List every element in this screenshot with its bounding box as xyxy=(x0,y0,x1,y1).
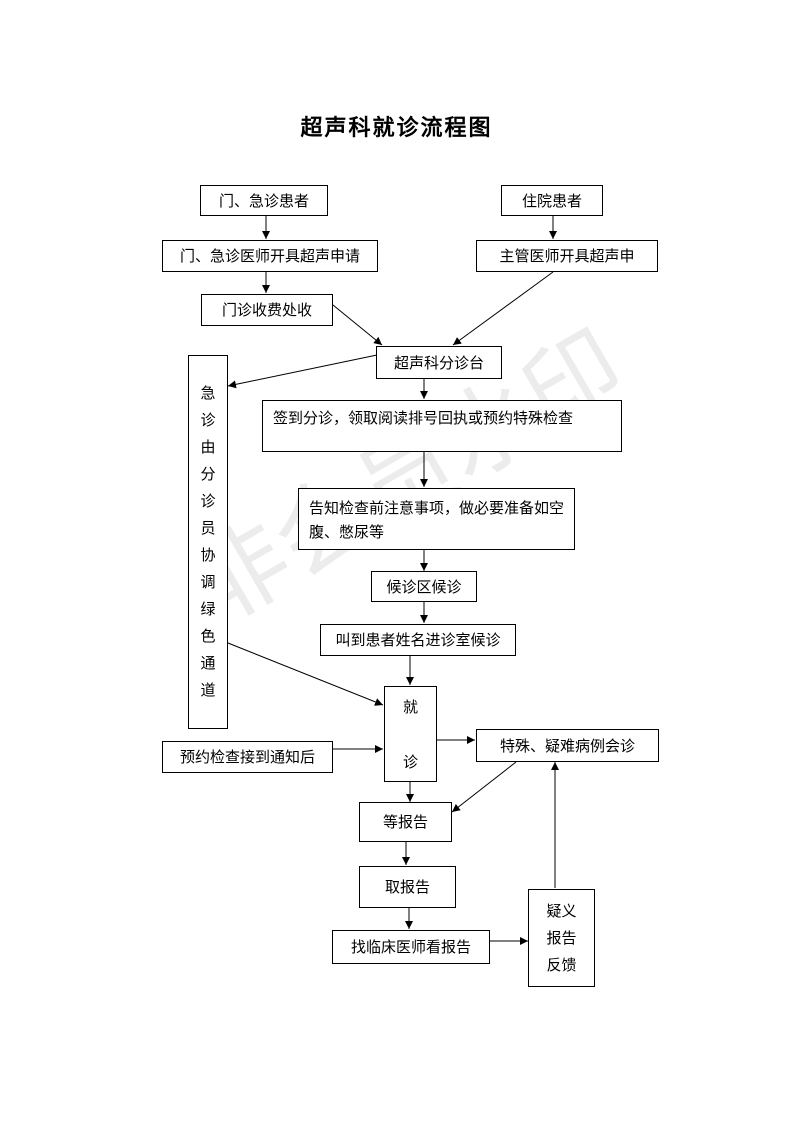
green-channel-char: 急 xyxy=(200,384,216,402)
page-title: 超声科就诊流程图 xyxy=(300,116,493,141)
green-channel-char: 通 xyxy=(200,654,216,672)
arrow-green-to-visit xyxy=(227,642,384,706)
node-waiting-area: 候诊区候诊 xyxy=(371,571,477,602)
node-outpatient-request: 门、急诊医师开具超声申请 xyxy=(162,240,378,272)
feedback-line: 报告 xyxy=(546,928,577,947)
node-get-report: 取报告 xyxy=(359,866,456,908)
green-channel-char: 调 xyxy=(200,573,216,591)
arrow-inpatient-request-to-triage xyxy=(452,271,554,346)
green-channel-char: 色 xyxy=(200,627,216,645)
node-appointment: 预约检查接到通知后 xyxy=(162,741,333,773)
feedback-line: 疑义 xyxy=(546,901,577,920)
node-green-channel: 急 诊 由 分 诊 员 协 调 绿 色 通 道 xyxy=(188,355,228,729)
arrow-triage-to-green xyxy=(227,354,378,389)
green-channel-char: 分 xyxy=(200,465,216,483)
node-inpatient: 住院患者 xyxy=(501,185,603,216)
node-feedback: 疑义 报告 反馈 xyxy=(528,889,595,987)
node-triage-desk: 超声科分诊台 xyxy=(376,346,502,379)
node-inpatient-request: 主管医师开具超声申 xyxy=(476,240,658,272)
green-channel-char: 道 xyxy=(200,681,216,699)
green-channel-char: 员 xyxy=(200,519,216,537)
feedback-line: 反馈 xyxy=(546,955,577,974)
green-channel-char: 诊 xyxy=(200,492,216,510)
visit-char-1: 就 xyxy=(402,698,418,716)
node-visit: 就 诊 xyxy=(384,686,437,782)
green-channel-char: 诊 xyxy=(200,411,216,429)
visit-char-2: 诊 xyxy=(402,753,418,771)
green-channel-char: 协 xyxy=(200,546,216,564)
node-wait-report: 等报告 xyxy=(359,802,452,842)
node-billing: 门诊收费处收 xyxy=(201,294,333,326)
arrow-billing-to-triage xyxy=(332,304,383,346)
node-consultation: 特殊、疑难病例会诊 xyxy=(476,729,659,762)
green-channel-char: 由 xyxy=(200,438,216,456)
node-sign-in: 签到分诊，领取阅读排号回执或预约特殊检查 xyxy=(262,400,622,452)
node-notice: 告知检查前注意事项，做必要准备如空腹、憋尿等 xyxy=(298,488,575,550)
node-see-doctor: 找临床医师看报告 xyxy=(332,930,490,964)
green-channel-char: 绿 xyxy=(200,600,216,618)
node-call-name: 叫到患者姓名进诊室候诊 xyxy=(320,624,516,656)
node-outpatient: 门、急诊患者 xyxy=(200,185,328,216)
arrow-consult-to-wait xyxy=(451,761,517,813)
